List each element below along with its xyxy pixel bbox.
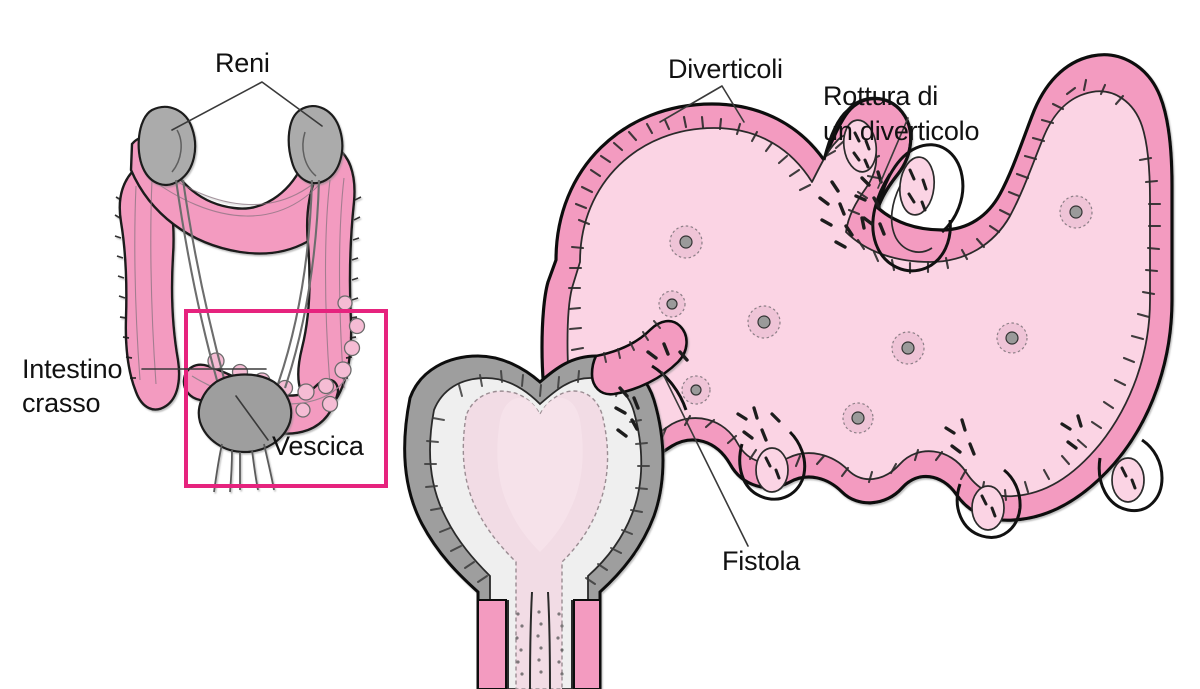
inset-highlight-box bbox=[184, 309, 388, 488]
diverticulum-pouch-1 bbox=[822, 96, 913, 209]
inset-leader-lines bbox=[141, 81, 323, 441]
urethra bbox=[477, 591, 601, 689]
kidney-left bbox=[137, 105, 197, 186]
kidney-right bbox=[287, 104, 344, 185]
label-rottura-line2: un diverticolo bbox=[823, 116, 979, 146]
colon-cross-section bbox=[540, 53, 1174, 522]
label-fistola: Fistola bbox=[722, 546, 801, 576]
bladder-inset bbox=[197, 373, 293, 493]
diverticulum-pouch-3 bbox=[738, 430, 807, 501]
label-reni: Reni bbox=[215, 48, 270, 78]
label-diverticoli: Diverticoli bbox=[668, 54, 783, 84]
label-rottura-line1: Rottura di bbox=[823, 81, 938, 111]
diverticulum-leakage-1 bbox=[818, 180, 866, 249]
main-cross-section-diagram: Diverticoli Rottura di un diverticolo Fi… bbox=[403, 53, 1174, 689]
diverticulum-pouch-4 bbox=[955, 468, 1022, 539]
label-vescica: Vescica bbox=[272, 431, 365, 461]
ureters bbox=[174, 179, 321, 389]
bladder-cross-section bbox=[403, 319, 688, 689]
label-intestino-crasso-line1: Intestino bbox=[22, 354, 122, 384]
lumen-debris bbox=[736, 406, 1083, 456]
label-intestino-crasso-line2: crasso bbox=[22, 388, 100, 418]
diverticulum-pouch-2 bbox=[876, 143, 965, 234]
inset-overview-diagram: Reni Intestino crasso Vescica bbox=[22, 48, 388, 493]
diverticulum-pouch-5 bbox=[1097, 438, 1164, 513]
fistula-tract bbox=[614, 342, 689, 438]
vessel-cross-sections bbox=[658, 195, 1093, 434]
main-leader-lines bbox=[659, 85, 909, 547]
